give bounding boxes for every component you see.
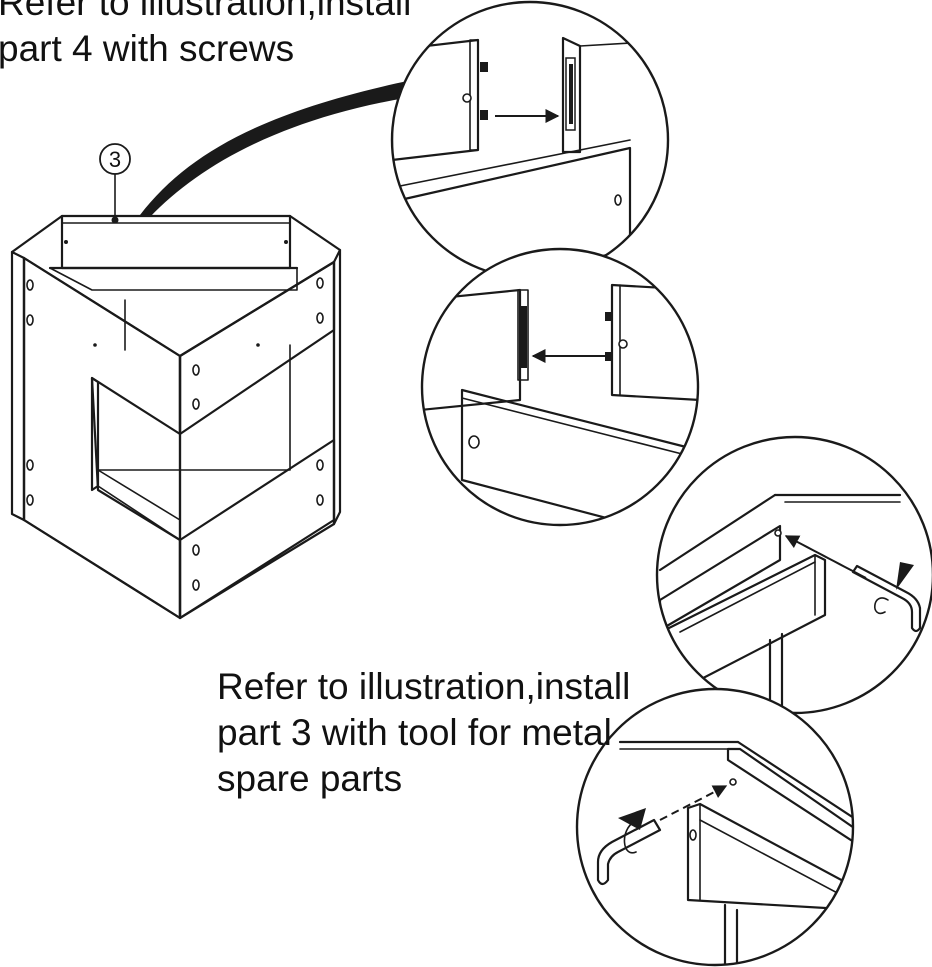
detail-circle-3	[655, 435, 932, 715]
caption-line: spare parts	[217, 758, 403, 799]
detail-circle-4	[575, 687, 855, 967]
svg-text:3: 3	[109, 147, 121, 172]
caption-line: part 4 with screws	[0, 28, 295, 69]
caption-line: Refer to illustration,install	[0, 0, 412, 23]
hex-key-icon	[851, 564, 922, 633]
rotation-arrow-icon	[618, 808, 646, 830]
instruction-caption-top: Refer to illustration,install part 4 wit…	[0, 0, 518, 72]
detail-circle-2	[420, 247, 700, 527]
part-label-3: 3	[99, 143, 131, 224]
rotation-arrow-icon	[896, 562, 914, 590]
caption-line: part 3 with tool for metal	[217, 712, 612, 753]
cabinet-assembly	[10, 214, 342, 620]
caption-line: Refer to illustration,install	[217, 666, 631, 707]
instruction-caption-bottom: Refer to illustration,install part 3 wit…	[217, 664, 631, 802]
rotation-arrow-icon	[874, 597, 889, 615]
leader-callout	[140, 80, 412, 217]
hex-key-icon	[596, 818, 662, 886]
